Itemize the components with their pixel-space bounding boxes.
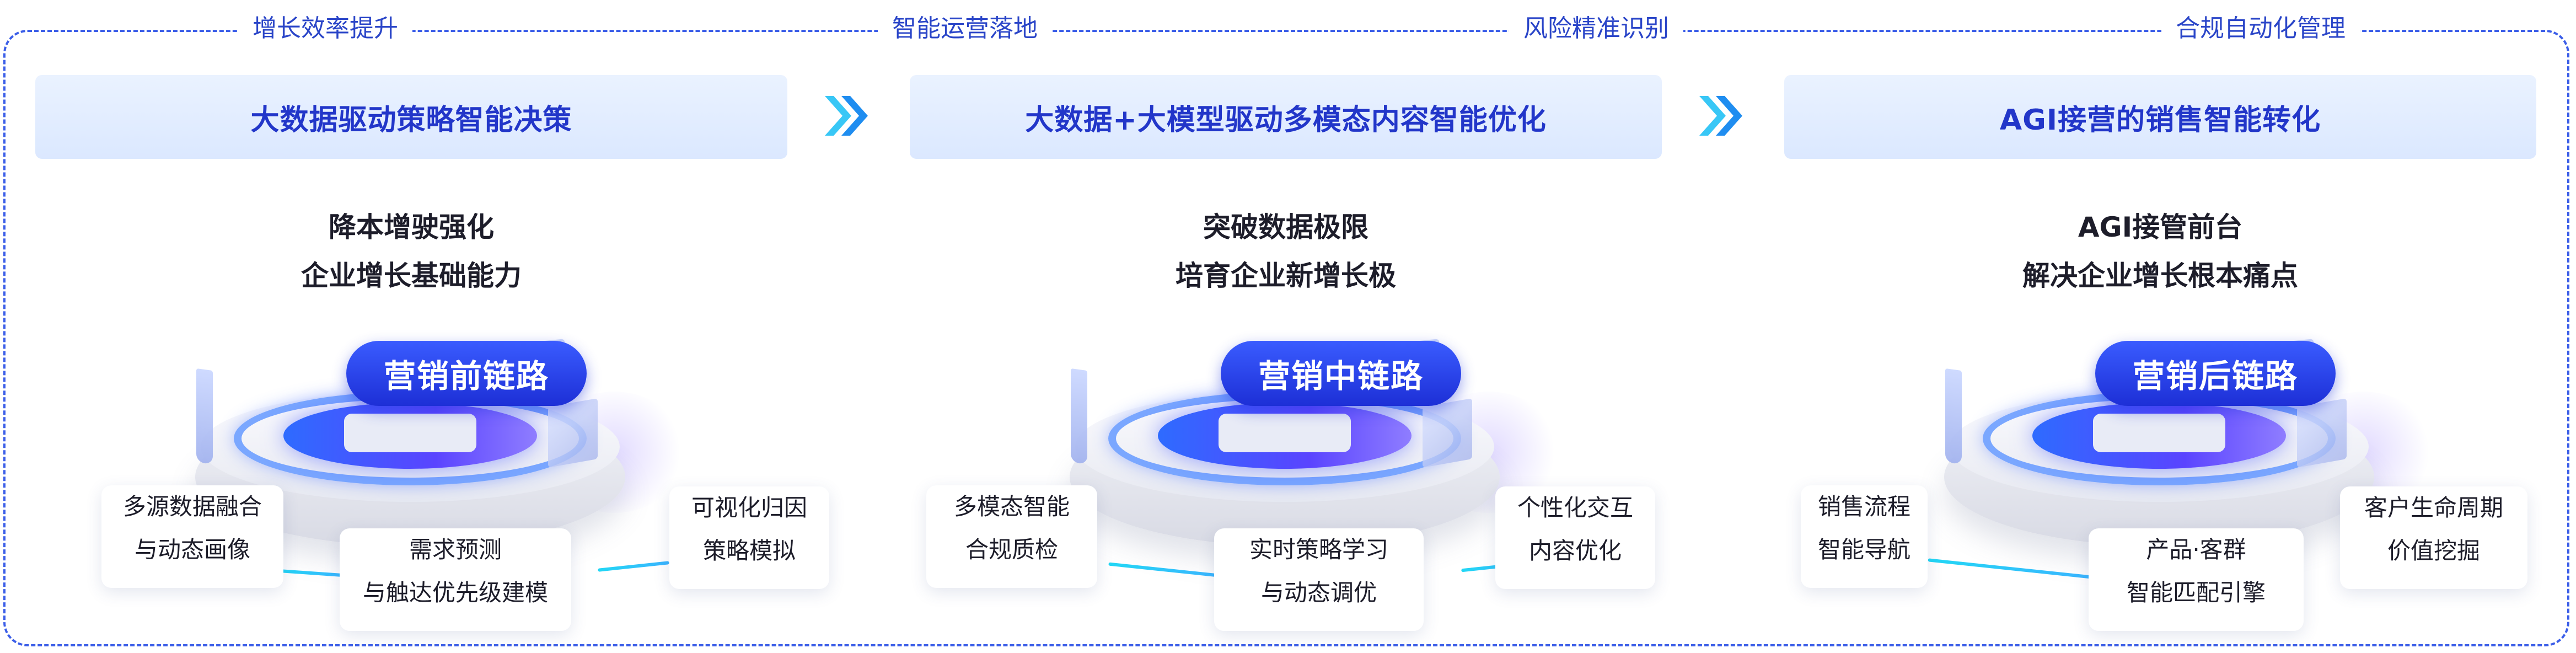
- ring-core: [344, 414, 476, 452]
- double-chevron-right-icon: [1699, 96, 1742, 136]
- feature-text: 需求预测: [409, 536, 502, 563]
- headline-line-2: 培育企业新增长极: [1176, 260, 1396, 292]
- stage-pill: 营销中链路: [1221, 341, 1461, 406]
- feature-card-left: 多源数据融合 与动态画像: [101, 485, 283, 588]
- pill-text: 营销中链路: [1258, 357, 1424, 395]
- feature-card-center: 实时策略学习 与动态调优: [1214, 528, 1424, 631]
- banner-text: AGI接营的销售智能转化: [1999, 103, 2321, 137]
- glass-panel-left: [1071, 368, 1087, 465]
- top-label-growth-efficiency: 增长效率提升: [238, 12, 412, 45]
- column-banner: 大数据+大模型驱动多模态内容智能优化: [910, 75, 1662, 159]
- feature-text: 多模态智能: [953, 493, 1070, 520]
- feature-text: 价值挖掘: [2387, 537, 2480, 564]
- feature-card-left: 多模态智能 合规质检: [926, 485, 1097, 588]
- feature-text: 合规质检: [965, 536, 1058, 563]
- feature-text: 产品·客群: [2146, 536, 2246, 563]
- connector-left: [1108, 562, 1219, 577]
- feature-text: 实时策略学习: [1249, 536, 1388, 563]
- pill-text: 营销前链路: [383, 357, 549, 395]
- feature-card-right: 可视化归因 策略模拟: [669, 486, 829, 589]
- feature-text: 智能导航: [1817, 536, 1910, 563]
- top-label-compliance-management: 合规自动化管理: [2161, 12, 2360, 45]
- feature-card-right: 个性化交互 内容优化: [1495, 486, 1655, 589]
- feature-text: 内容优化: [1528, 537, 1622, 564]
- feature-text: 与触达优先级建模: [362, 579, 548, 606]
- feature-card-center: 需求预测 与触达优先级建模: [340, 528, 571, 631]
- feature-text: 客户生命周期: [2364, 494, 2503, 521]
- top-label-risk-identification: 风险精准识别: [1509, 12, 1683, 45]
- glass-panel-right-bottom: [2297, 398, 2347, 468]
- glass-panel-right-bottom: [548, 398, 598, 468]
- feature-text: 可视化归因: [691, 494, 807, 521]
- glass-panel-left: [196, 368, 213, 465]
- stage-illustration: 营销中链路 多模态智能 合规质检 实时策略学习 与动态调优 个性化交互 内容优化: [910, 309, 1662, 653]
- pill-text: 营销后链路: [2132, 357, 2298, 395]
- headline-line-2: 解决企业增长根本痛点: [2022, 260, 2298, 292]
- connector-right: [598, 561, 669, 572]
- stage-illustration: 营销前链路 多源数据融合 与动态画像 需求预测 与触达优先级建模 可视化归因 策…: [35, 309, 829, 653]
- banner-text: 大数据+大模型驱动多模态内容智能优化: [1025, 103, 1547, 137]
- banner-text: 大数据驱动策略智能决策: [250, 103, 572, 137]
- feature-card-center: 产品·客群 智能匹配引擎: [2089, 528, 2304, 631]
- stage-illustration: 营销后链路 销售流程 智能导航 产品·客群 智能匹配引擎 客户生命周期 价值挖掘: [1784, 309, 2536, 653]
- connector-left: [277, 569, 345, 577]
- column-mid-marketing: 大数据+大模型驱动多模态内容智能优化 突破数据极限 培育企业新增长极 营销中链路…: [910, 0, 1662, 653]
- feature-text: 与动态调优: [1260, 579, 1377, 606]
- headline-line-1: 降本增驶强化: [329, 211, 494, 243]
- feature-card-right: 客户生命周期 价值挖掘: [2340, 486, 2527, 589]
- outer-dashed-frame: [3, 30, 2569, 646]
- ring-core: [2093, 414, 2225, 452]
- connector-left: [1928, 558, 2093, 579]
- ring-core: [1219, 414, 1351, 452]
- double-chevron-right-icon: [825, 96, 868, 136]
- stage-pill: 营销前链路: [346, 341, 587, 406]
- headline-line-1: AGI接管前台: [2078, 211, 2243, 243]
- feature-text: 智能匹配引擎: [2126, 579, 2266, 606]
- top-label-smart-operation: 智能运营落地: [878, 12, 1052, 45]
- feature-text: 策略模拟: [702, 537, 796, 564]
- column-banner: AGI接营的销售智能转化: [1784, 75, 2536, 159]
- headline-line-2: 企业增长基础能力: [301, 260, 522, 292]
- column-banner: 大数据驱动策略智能决策: [35, 75, 787, 159]
- feature-text: 与动态画像: [134, 536, 250, 563]
- glass-panel-right-bottom: [1423, 398, 1472, 468]
- column-pre-marketing: 大数据驱动策略智能决策 降本增驶强化 企业增长基础能力 营销前链路 多源数据融合…: [35, 0, 829, 653]
- stage-pill: 营销后链路: [2095, 341, 2336, 406]
- headline-line-1: 突破数据极限: [1203, 211, 1368, 243]
- feature-card-left: 销售流程 智能导航: [1801, 485, 1928, 588]
- feature-text: 销售流程: [1817, 493, 1910, 520]
- column-post-marketing: AGI接营的销售智能转化 AGI接管前台 解决企业增长根本痛点 营销后链路 销售…: [1784, 0, 2536, 653]
- feature-text: 个性化交互: [1517, 494, 1633, 521]
- feature-text: 多源数据融合: [122, 493, 262, 520]
- glass-panel-left: [1945, 368, 1962, 465]
